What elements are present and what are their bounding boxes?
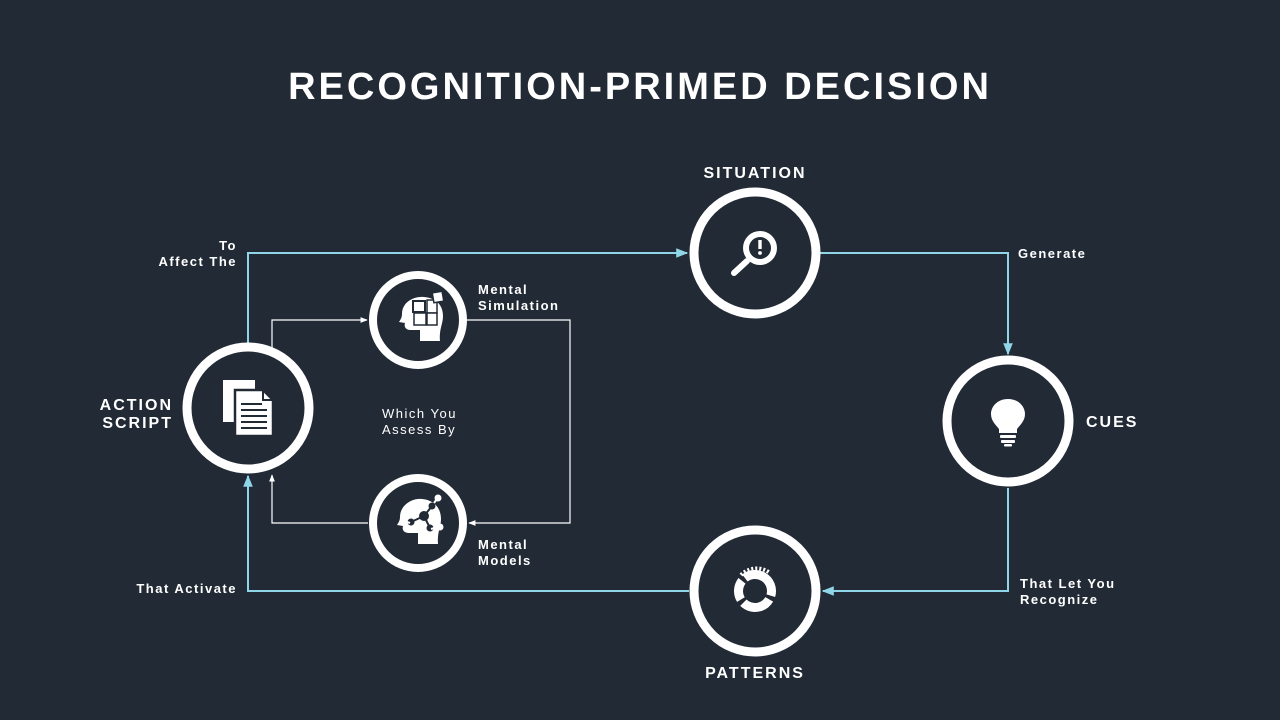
patterns-node	[689, 525, 821, 657]
edge-label-that-activate: That Activate	[136, 581, 237, 596]
action-script-node	[182, 342, 314, 474]
edge-label-that-let-you-recognize-line2: Recognize	[1020, 592, 1099, 607]
mental-models-label-line1: Mental	[478, 537, 529, 552]
edge-label-that-let-you-recognize-line1: That Let You	[1020, 576, 1116, 591]
connector-simulation-to-models	[467, 319, 571, 526]
connector-situation-to-cues	[820, 252, 1013, 356]
edge-label-which-you-assess-by-line2: Assess By	[382, 422, 457, 437]
connector-cues-to-patterns	[821, 488, 1009, 596]
edge-label-which-you-assess-by: Which You Assess By	[382, 406, 502, 438]
mental-models-node	[369, 474, 467, 572]
action-script-label-line1: ACTION	[99, 397, 173, 414]
lightbulb-icon	[991, 399, 1025, 447]
documents-icon	[223, 380, 275, 438]
mental-simulation-label-line2: Simulation	[478, 298, 560, 313]
edge-label-to-affect-the: To Affect The	[120, 238, 237, 270]
patterns-label: PATTERNS	[705, 665, 805, 682]
donut-chart-icon	[734, 566, 776, 612]
head-puzzle-icon	[399, 290, 445, 341]
connector-action-to-simulation	[271, 317, 368, 351]
situation-node	[689, 187, 821, 319]
search-alert-icon	[731, 231, 777, 276]
mental-simulation-label-line1: Mental	[478, 282, 529, 297]
edge-label-generate: Generate	[1018, 246, 1087, 261]
edge-label-that-let-you-recognize: That Let You Recognize	[1020, 576, 1160, 608]
action-script-label: ACTION SCRIPT	[70, 397, 173, 433]
edge-label-which-you-assess-by-line1: Which You	[382, 406, 457, 421]
situation-label: SITUATION	[703, 165, 807, 182]
mental-simulation-label: Mental Simulation	[478, 282, 598, 314]
edge-label-to-affect-the-line1: To	[219, 238, 237, 253]
cues-label: CUES	[1086, 414, 1139, 431]
connector-patterns-to-action	[243, 474, 689, 592]
mental-models-label: Mental Models	[478, 537, 598, 569]
connector-models-to-action	[269, 474, 368, 524]
page-title: RECOGNITION-PRIMED DECISION	[288, 66, 992, 108]
action-script-label-line2: SCRIPT	[102, 415, 173, 432]
cues-node	[942, 355, 1074, 487]
mental-simulation-node	[369, 271, 467, 369]
head-network-icon	[397, 494, 444, 544]
edge-label-to-affect-the-line2: Affect The	[158, 254, 237, 269]
mental-models-label-line2: Models	[478, 553, 532, 568]
connector-action-to-situation	[247, 248, 689, 346]
